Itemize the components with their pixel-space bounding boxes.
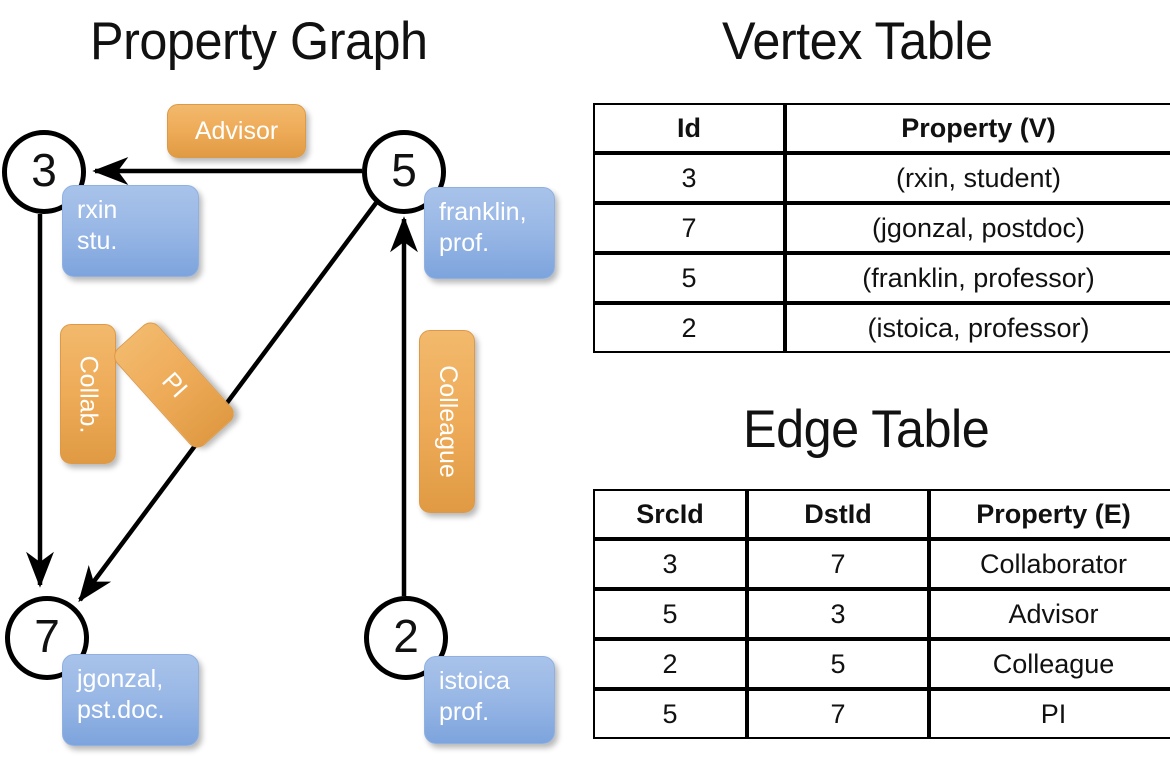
vertex-bubble-3-line1: rxin xyxy=(77,196,118,224)
table-row[interactable]: 2 5 Colleague xyxy=(593,639,1170,689)
vertex-row-3-id: 2 xyxy=(593,303,785,353)
edge-label-colleague: Colleague xyxy=(419,330,475,513)
vertex-row-1-id: 7 xyxy=(593,203,785,253)
vertex-bubble-3: rxin stu. xyxy=(62,185,199,277)
edge-row-3-property: PI xyxy=(929,689,1170,739)
edge-row-2-dst: 5 xyxy=(747,639,929,689)
graph-node-5[interactable]: 5 xyxy=(362,130,446,214)
vertex-row-0-property: (rxin, student) xyxy=(785,153,1170,203)
table-row[interactable]: 3 (rxin, student) xyxy=(593,153,1170,203)
edge-row-2-src: 2 xyxy=(593,639,747,689)
vertex-bubble-2: istoica prof. xyxy=(424,656,555,744)
table-row[interactable]: 3 7 Collaborator xyxy=(593,539,1170,589)
edge-row-1-src: 5 xyxy=(593,589,747,639)
edge-label-advisor-text: Advisor xyxy=(194,116,279,145)
table-row[interactable]: 5 3 Advisor xyxy=(593,589,1170,639)
graph-node-2-label: 2 xyxy=(393,610,419,662)
vertex-table-header-row: Id Property (V) xyxy=(593,103,1170,153)
edge-label-collab-text: Collab. xyxy=(74,355,103,433)
vertex-row-0-id: 3 xyxy=(593,153,785,203)
edge-label-collab: Collab. xyxy=(60,324,116,464)
vertex-bubble-3-line2: stu. xyxy=(77,227,118,255)
edge-table-header-row: SrcId DstId Property (E) xyxy=(593,489,1170,539)
vertex-bubble-5-line1: franklin, xyxy=(439,198,527,226)
graph-edges-svg xyxy=(26,157,418,603)
table-row[interactable]: 2 (istoica, professor) xyxy=(593,303,1170,353)
page-title-property-graph: Property Graph xyxy=(90,12,428,71)
edge-row-3-src: 5 xyxy=(593,689,747,739)
vertex-table-header-id: Id xyxy=(593,103,785,153)
edge-row-1-dst: 3 xyxy=(747,589,929,639)
vertex-row-1-property: (jgonzal, postdoc) xyxy=(785,203,1170,253)
graph-node-2[interactable]: 2 xyxy=(364,596,448,680)
edge-row-2-property: Colleague xyxy=(929,639,1170,689)
edge-label-colleague-text: Colleague xyxy=(433,365,462,478)
vertex-row-2-id: 5 xyxy=(593,253,785,303)
vertex-table-header-property: Property (V) xyxy=(785,103,1170,153)
edge-table-header-srcid: SrcId xyxy=(593,489,747,539)
vertex-bubble-5-line2: prof. xyxy=(439,229,490,257)
edge-table: SrcId DstId Property (E) 3 7 Collaborato… xyxy=(593,489,1170,739)
page-title-vertex-table: Vertex Table xyxy=(722,12,993,71)
table-row[interactable]: 5 (franklin, professor) xyxy=(593,253,1170,303)
vertex-row-3-property: (istoica, professor) xyxy=(785,303,1170,353)
graph-node-5-label: 5 xyxy=(391,144,417,196)
edge-row-1-property: Advisor xyxy=(929,589,1170,639)
table-row[interactable]: 7 (jgonzal, postdoc) xyxy=(593,203,1170,253)
edge-row-0-src: 3 xyxy=(593,539,747,589)
vertex-bubble-5: franklin, prof. xyxy=(424,187,555,279)
edge-table-header-property: Property (E) xyxy=(929,489,1170,539)
edge-5-to-7-pi xyxy=(78,201,378,603)
vertex-bubble-7-line1: jgonzal, xyxy=(77,665,164,693)
vertex-table: Id Property (V) 3 (rxin, student) 7 (jgo… xyxy=(593,103,1170,353)
graph-node-3-label: 3 xyxy=(31,144,57,196)
edge-label-pi-text: PI xyxy=(156,366,193,403)
edge-table-header-dstid: DstId xyxy=(747,489,929,539)
vertex-bubble-2-line1: istoica xyxy=(439,667,510,695)
edge-row-0-property: Collaborator xyxy=(929,539,1170,589)
vertex-row-2-property: (franklin, professor) xyxy=(785,253,1170,303)
edge-row-3-dst: 7 xyxy=(747,689,929,739)
vertex-bubble-2-line2: prof. xyxy=(439,698,490,726)
vertex-bubble-7: jgonzal, pst.doc. xyxy=(62,654,199,746)
edge-row-0-dst: 7 xyxy=(747,539,929,589)
edge-label-advisor: Advisor xyxy=(167,104,306,158)
table-row[interactable]: 5 7 PI xyxy=(593,689,1170,739)
vertex-bubble-7-line2: pst.doc. xyxy=(77,696,165,724)
property-graph-panel: Property Graph 3 5 7 2 xyxy=(2,12,555,746)
graph-node-7-label: 7 xyxy=(34,610,60,662)
page-title-edge-table: Edge Table xyxy=(743,400,990,459)
